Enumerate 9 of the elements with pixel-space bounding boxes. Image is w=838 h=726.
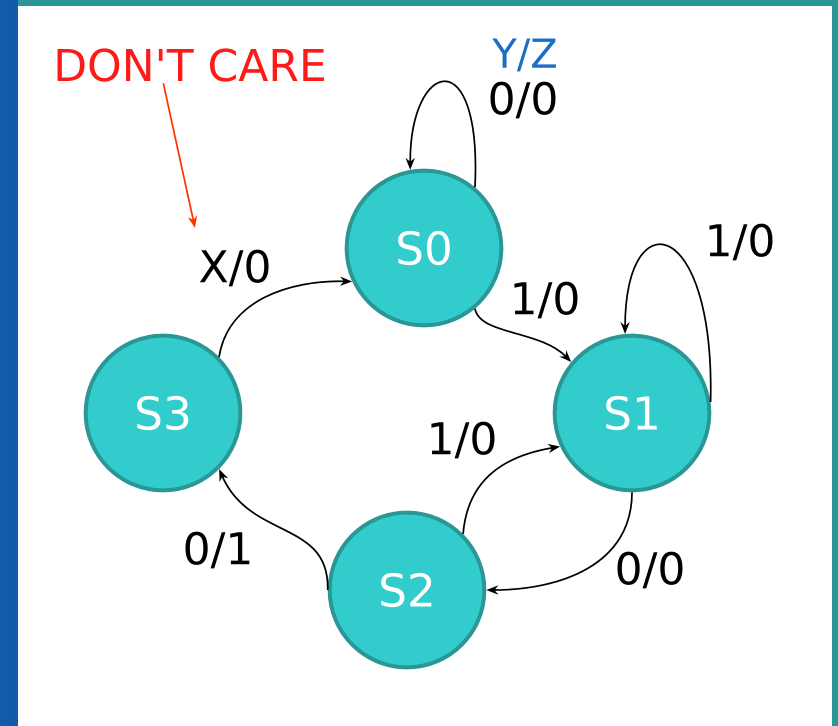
io-legend-label: Y/Z	[492, 38, 556, 72]
edge-label: 0/1	[181, 530, 255, 570]
edge-label: 1/0	[703, 222, 777, 262]
edge-label: 0/0	[613, 550, 687, 590]
edge-label: X/0	[197, 248, 273, 288]
edge-label: 0/0	[486, 80, 560, 120]
edge-label: 1/0	[508, 280, 582, 320]
edge-label: 1/0	[425, 420, 499, 460]
note-text: DON'T CARE	[58, 48, 324, 82]
